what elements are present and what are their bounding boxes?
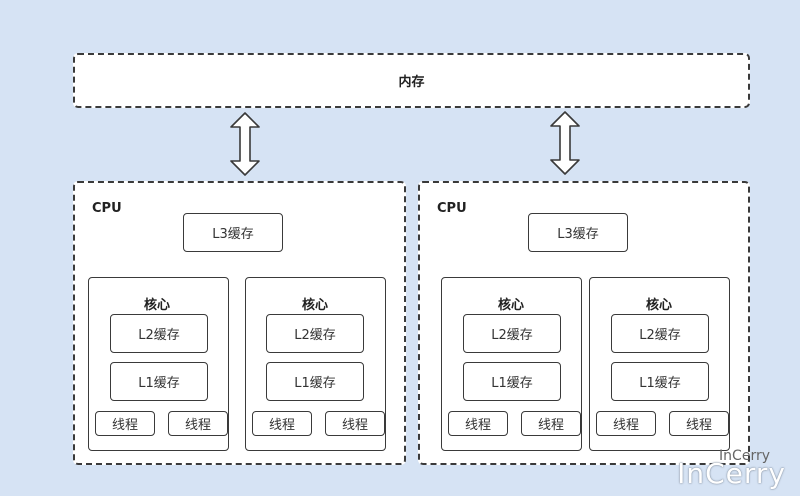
memory-label: 内存 bbox=[398, 75, 425, 90]
cpu-label: CPU bbox=[437, 201, 467, 216]
l1-cache: L1缓存 bbox=[611, 362, 709, 401]
core-label: 核心 bbox=[646, 298, 673, 313]
thread-box: 线程 bbox=[95, 411, 155, 436]
l2-cache: L2缓存 bbox=[463, 314, 561, 353]
l2-cache-label: L2缓存 bbox=[294, 328, 336, 343]
l1-cache-label: L1缓存 bbox=[294, 376, 336, 391]
core-label: 核心 bbox=[498, 298, 525, 313]
thread-label: 线程 bbox=[464, 418, 491, 433]
watermark-small: InCerry bbox=[719, 448, 770, 464]
thread-label: 线程 bbox=[612, 418, 639, 433]
core-label: 核心 bbox=[144, 298, 171, 313]
l2-cache-label: L2缓存 bbox=[639, 328, 681, 343]
l1-cache: L1缓存 bbox=[266, 362, 364, 401]
thread-label: 线程 bbox=[111, 418, 138, 433]
bidirectional-arrow-left bbox=[230, 112, 260, 176]
thread-label: 线程 bbox=[685, 418, 712, 433]
bidirectional-arrow-right bbox=[550, 111, 580, 175]
l2-cache: L2缓存 bbox=[110, 314, 208, 353]
l2-cache: L2缓存 bbox=[611, 314, 709, 353]
watermark: InCerry InCerry bbox=[662, 442, 792, 492]
thread-box: 线程 bbox=[168, 411, 228, 436]
thread-box: 线程 bbox=[521, 411, 581, 436]
l1-cache: L1缓存 bbox=[463, 362, 561, 401]
l2-cache: L2缓存 bbox=[266, 314, 364, 353]
memory-box: 内存 bbox=[73, 53, 750, 108]
watermark-big: InCerry bbox=[677, 457, 786, 490]
l3-cache-label: L3缓存 bbox=[212, 227, 254, 242]
thread-box: 线程 bbox=[596, 411, 656, 436]
thread-label: 线程 bbox=[268, 418, 295, 433]
thread-box: 线程 bbox=[448, 411, 508, 436]
thread-box: 线程 bbox=[325, 411, 385, 436]
l3-cache: L3缓存 bbox=[528, 213, 628, 252]
l3-cache: L3缓存 bbox=[183, 213, 283, 252]
core-label: 核心 bbox=[302, 298, 329, 313]
thread-label: 线程 bbox=[537, 418, 564, 433]
thread-box: 线程 bbox=[252, 411, 312, 436]
l1-cache-label: L1缓存 bbox=[639, 376, 681, 391]
thread-label: 线程 bbox=[184, 418, 211, 433]
l1-cache: L1缓存 bbox=[110, 362, 208, 401]
l2-cache-label: L2缓存 bbox=[138, 328, 180, 343]
l3-cache-label: L3缓存 bbox=[557, 227, 599, 242]
thread-label: 线程 bbox=[341, 418, 368, 433]
cpu-label: CPU bbox=[92, 201, 122, 216]
l1-cache-label: L1缓存 bbox=[491, 376, 533, 391]
thread-box: 线程 bbox=[669, 411, 729, 436]
l1-cache-label: L1缓存 bbox=[138, 376, 180, 391]
l2-cache-label: L2缓存 bbox=[491, 328, 533, 343]
